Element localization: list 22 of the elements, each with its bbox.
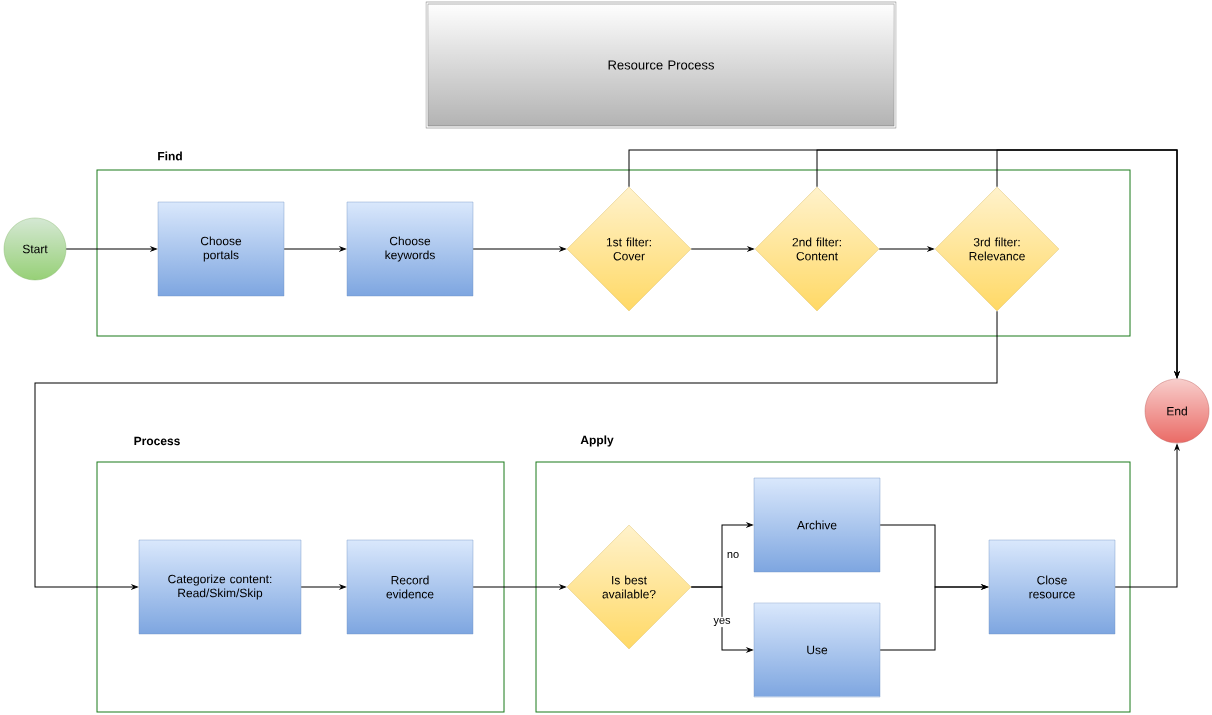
arrow [65,246,157,252]
arrow [472,246,566,252]
arrow [879,584,988,651]
process-box: Use [753,602,881,698]
process-box: Close resource [988,539,1116,635]
edge-label: no [725,551,741,559]
arrow [283,246,346,252]
arrow [690,246,754,252]
arrow [34,310,998,590]
arrow [1114,444,1180,588]
arrow [300,584,346,590]
arrow [996,149,1180,378]
process-box: Categorize content: Read/Skim/Skip [138,539,302,635]
process-box: Record evidence [346,539,474,635]
process-box: Choose keywords [346,201,474,297]
process-box: Choose portals [157,201,285,297]
title-box: Resource Process [425,1,897,129]
arrow [878,246,934,252]
process-box: Archive [753,477,881,573]
edge-label: yes [712,616,732,628]
arrow [690,586,753,653]
arrow [472,584,566,590]
